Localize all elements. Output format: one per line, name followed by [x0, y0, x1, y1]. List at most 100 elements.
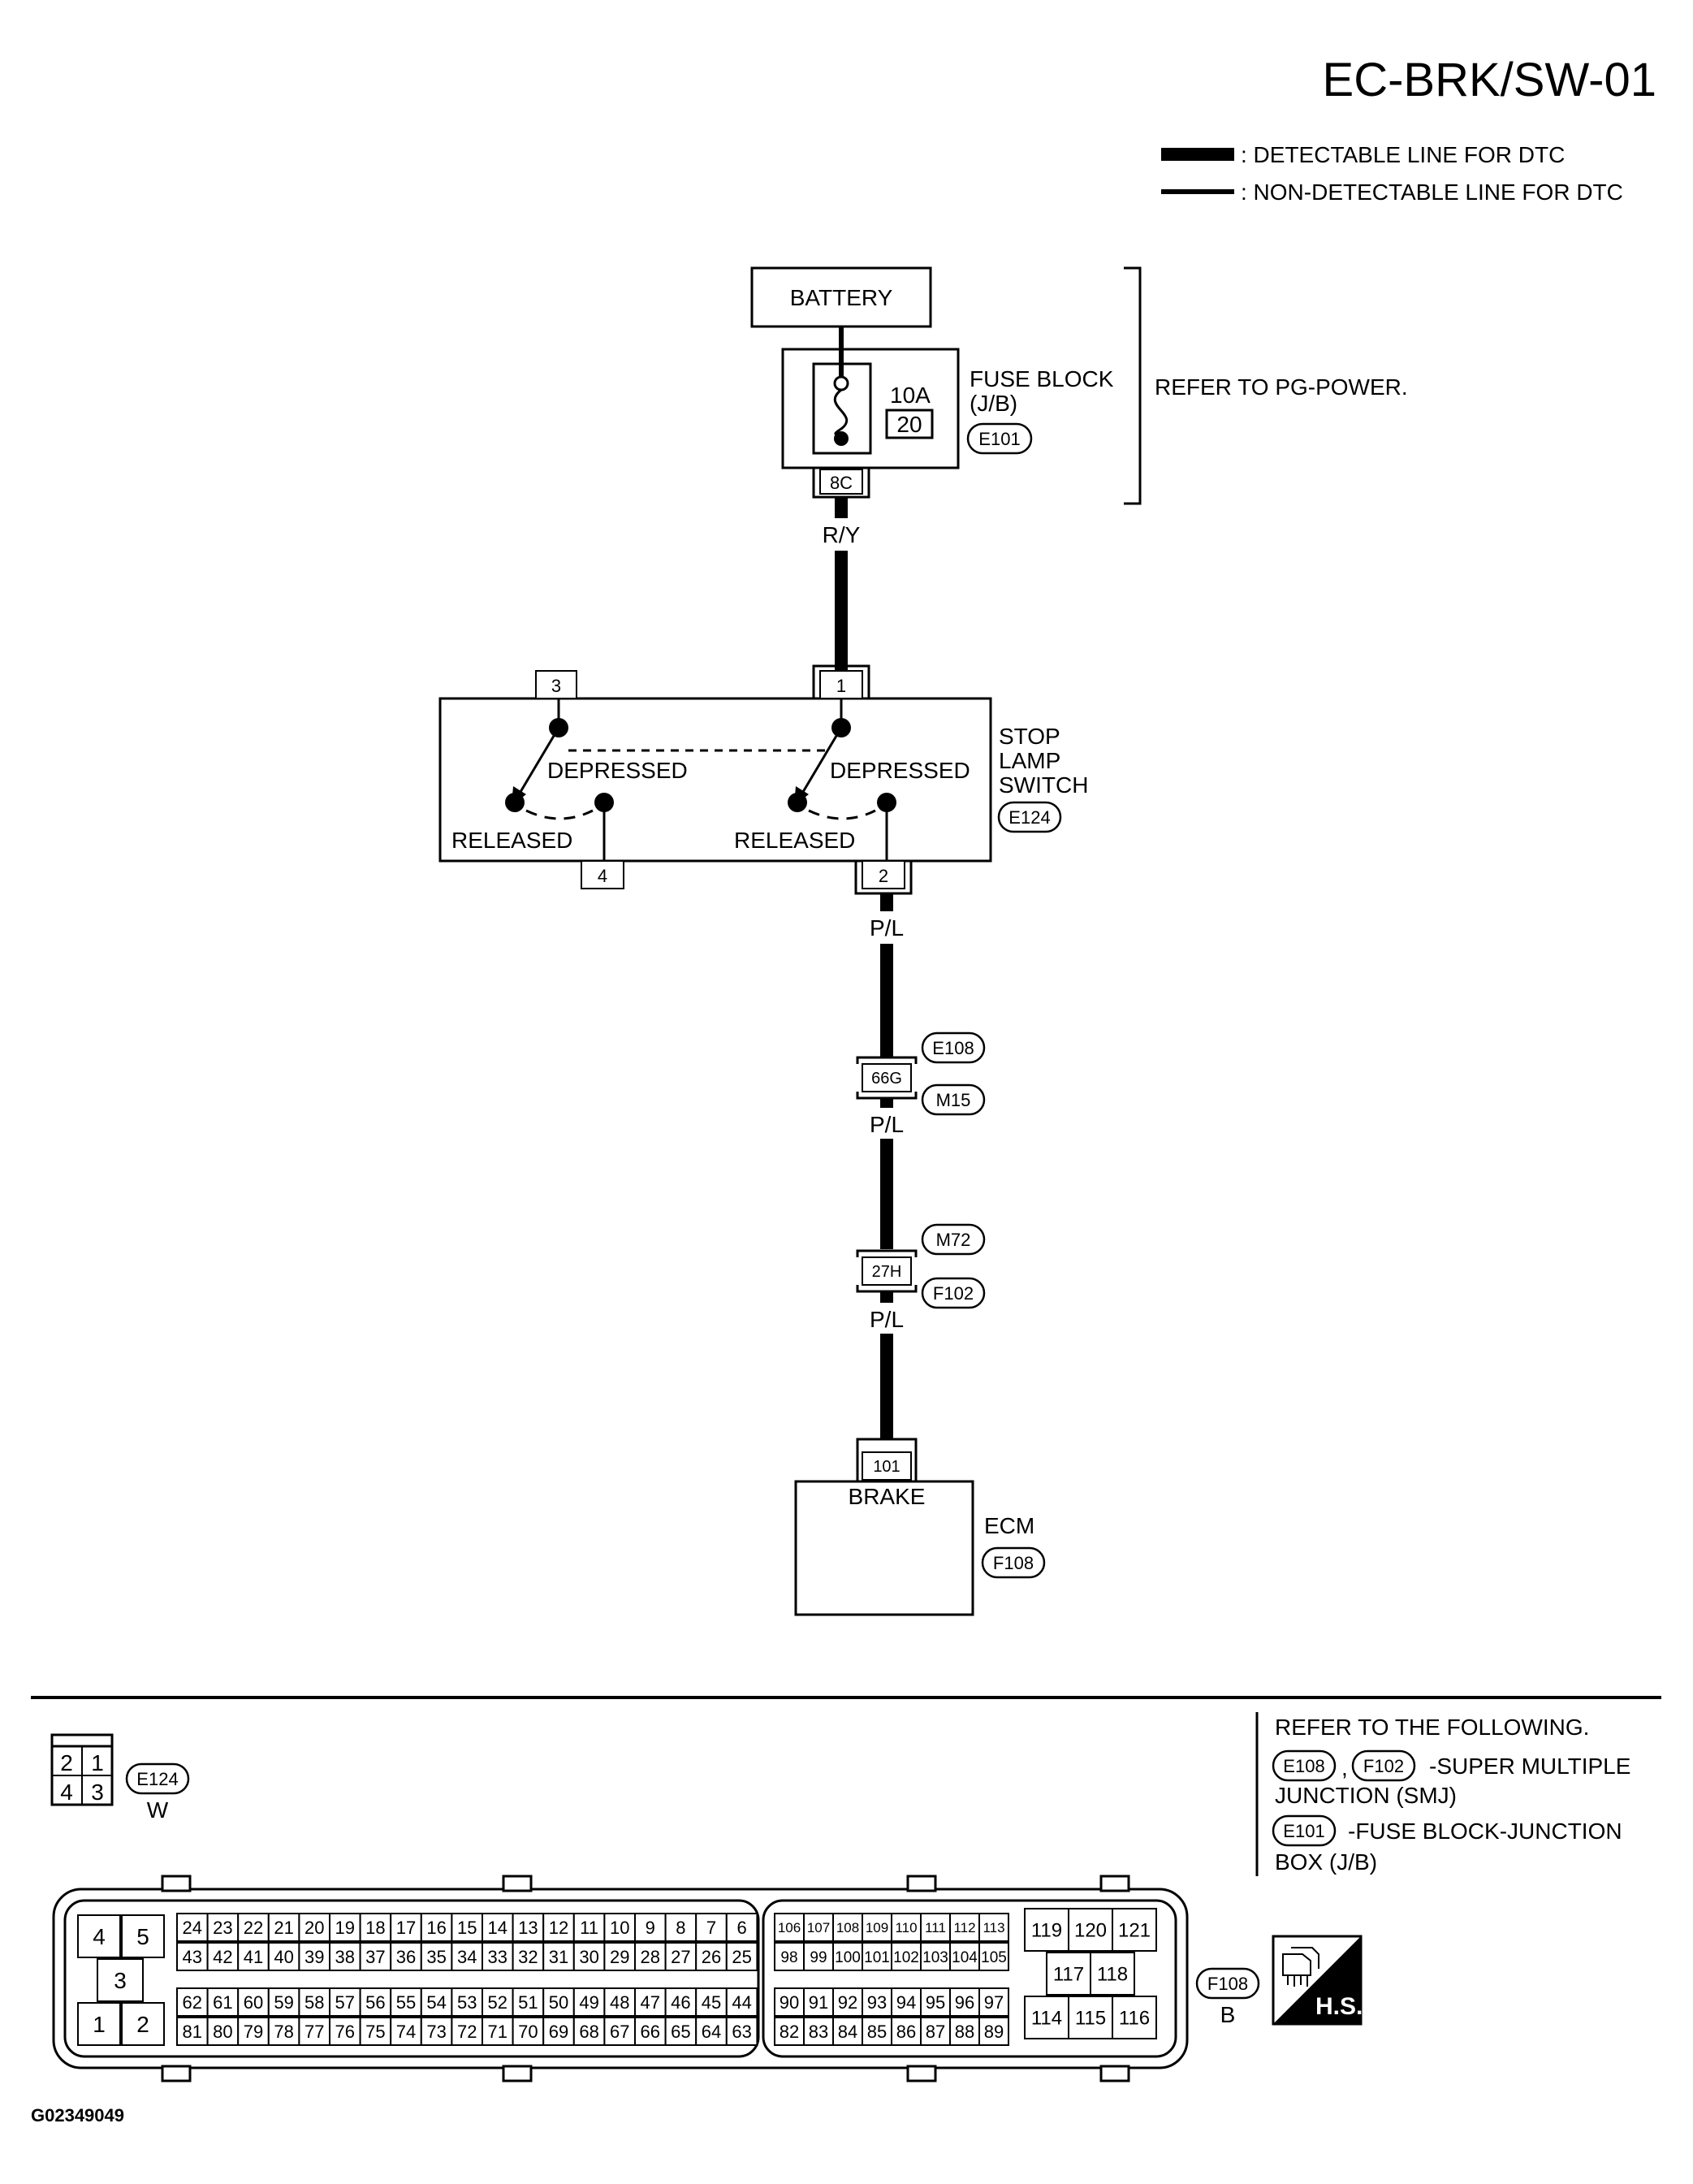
- f108-pin-cell: [1068, 1996, 1113, 2039]
- f108-pin-cell: [1090, 1952, 1135, 1996]
- ecm-brake-label: BRAKE: [849, 1484, 926, 1509]
- f108-pin-2: [121, 2002, 165, 2046]
- junction1-bracket-bottom: [856, 1092, 918, 1100]
- figure-id: G02349049: [31, 2105, 124, 2126]
- f108-pin-cell: [298, 1987, 330, 2017]
- f108-pin-cell: [774, 1942, 805, 1971]
- junction2-box: [862, 1256, 912, 1286]
- ref1-sep: ,: [1341, 1755, 1348, 1780]
- switch-right-blade: [799, 727, 843, 797]
- f108-pin-cell: [451, 1913, 484, 1942]
- junction2-conn-top: M72: [936, 1230, 971, 1250]
- f108-pin-label: 101: [864, 1949, 890, 1966]
- f108-pin-4: [77, 1914, 121, 1958]
- junction2-conn-bottom-badge: [921, 1277, 986, 1309]
- e124-pin-1: 1: [91, 1750, 104, 1775]
- e124-housing: [50, 1733, 114, 1746]
- f108-id: F108: [1207, 1974, 1248, 1994]
- f108-pin-label: 100: [835, 1949, 861, 1966]
- f108-pin-label: 46: [671, 1992, 690, 2013]
- f108-pin-label: 82: [780, 2022, 799, 2042]
- f108-pin-label: 13: [518, 1918, 538, 1938]
- f108-pin-label: 97: [984, 1992, 1004, 2013]
- fuse-number: 20: [896, 412, 922, 437]
- e124-pin-4: 4: [60, 1780, 73, 1805]
- f108-pin-label: 116: [1119, 2008, 1150, 2030]
- f108-pin-cell: [1112, 1908, 1157, 1952]
- f108-pin-label: 49: [579, 1992, 598, 2013]
- f108-pin-label: 45: [702, 1992, 721, 2013]
- ref1-text-1: -SUPER MULTIPLE: [1429, 1754, 1630, 1779]
- f108-pin-label: 52: [488, 1992, 507, 2013]
- switch-terminal-2-label: 2: [879, 866, 888, 886]
- f108-pin-cell: [512, 1942, 545, 1971]
- f108-pin-label: 87: [926, 2022, 945, 2042]
- f108-pin-cell: [267, 2017, 300, 2046]
- f108-pin-label: 67: [610, 2022, 629, 2042]
- f108-pin-label: 77: [304, 2022, 324, 2042]
- f108-inner-housing-left: [63, 1899, 760, 2058]
- ref1-conn-b: F102: [1363, 1756, 1404, 1776]
- ecm-box: [794, 1480, 974, 1616]
- f108-pin-label: 24: [183, 1918, 202, 1938]
- f108-pin-label: 64: [702, 2022, 721, 2042]
- f108-pin-cell: [420, 1913, 453, 1942]
- f108-pin-label: 69: [549, 2022, 568, 2042]
- f108-pin-cell: [267, 1942, 300, 1971]
- e124-id-badge: [125, 1762, 190, 1795]
- reference-heading: REFER TO THE FOLLOWING.: [1275, 1715, 1589, 1740]
- f108-pin-label: 32: [518, 1947, 538, 1967]
- f108-pin-label: 92: [838, 1992, 857, 2013]
- switch-right-depressed: DEPRESSED: [830, 758, 970, 783]
- f108-pin-cell: [774, 1987, 805, 2017]
- f108-pin-label: 120: [1074, 1920, 1107, 1942]
- switch-right-dashed: [808, 809, 876, 820]
- f108-pin-label: 106: [778, 1920, 801, 1935]
- f108-pin-label: 85: [867, 2022, 887, 2042]
- f108-pin-2-label: 2: [136, 2012, 149, 2037]
- switch-terminal-3-label: 3: [551, 676, 561, 696]
- f108-pin-cell: [542, 1913, 575, 1942]
- f108-pin-label: 111: [925, 1920, 946, 1935]
- terminal-8c-label: 8C: [830, 473, 853, 493]
- f108-pin-label: 75: [365, 2022, 385, 2042]
- f108-pin-cell: [542, 1942, 575, 1971]
- e124-connector-face: 2 1 4 3 E124 W: [50, 1733, 190, 1823]
- switch-right-released: RELEASED: [734, 828, 855, 853]
- f108-pin-cell: [634, 1942, 667, 1971]
- f108-pin-cell: [695, 1942, 728, 1971]
- f108-pin-cell: [695, 2017, 728, 2046]
- f108-pin-3-label: 3: [114, 1968, 127, 1993]
- f108-pin-label: 107: [807, 1920, 830, 1935]
- switch-terminal-4-label: 4: [598, 866, 607, 886]
- f108-pin-label: 6: [736, 1918, 746, 1938]
- f108-pin-cell: [420, 1987, 453, 2017]
- f108-pin-cell: [542, 2017, 575, 2046]
- f108-pin-label: 56: [365, 1992, 385, 2013]
- f108-pin-label: 33: [488, 1947, 507, 1967]
- f108-pin-cell: [725, 2017, 758, 2046]
- f108-pin-cell: [390, 1942, 422, 1971]
- e124-color: W: [147, 1797, 169, 1823]
- fuse-number-box: [885, 409, 934, 439]
- f108-pin-cell: [664, 1987, 697, 2017]
- f108-pin-cell: [237, 1987, 270, 2017]
- stop-lamp-switch-box: [438, 697, 992, 863]
- f108-tab-bottom-2: [502, 2065, 533, 2082]
- legend-thin-label: : NON-DETECTABLE LINE FOR DTC: [1241, 179, 1623, 205]
- f108-pin-cell: [512, 2017, 545, 2046]
- junction2-conn-top-badge: [921, 1223, 986, 1256]
- junction2-terminal: 27H: [872, 1263, 902, 1281]
- f108-pin-label: 25: [732, 1947, 751, 1967]
- f108-pin-cell: [329, 1942, 361, 1971]
- refer-bracket: [1124, 266, 1142, 505]
- f108-pin-label: 76: [335, 2022, 355, 2042]
- f108-pin-cell: [206, 1987, 240, 2017]
- f108-pin-label: 22: [244, 1918, 263, 1938]
- f108-pin-label: 29: [610, 1947, 629, 1967]
- f108-pin-cell: [572, 1942, 606, 1971]
- f108-pin-label: 99: [810, 1949, 827, 1966]
- ref2-text-2: BOX (J/B): [1275, 1849, 1377, 1875]
